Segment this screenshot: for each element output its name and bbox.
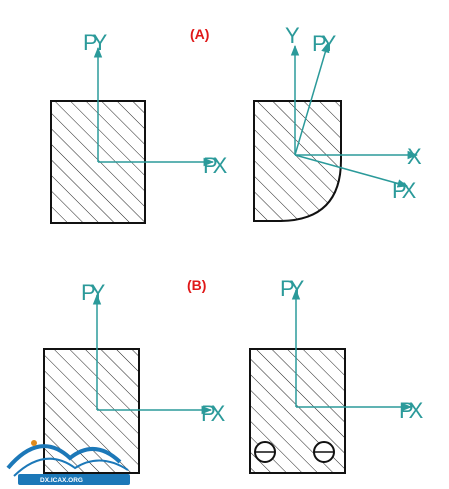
principal-x-label: PX xyxy=(201,401,226,426)
principal-y-label: PY xyxy=(81,280,106,305)
hole-right xyxy=(313,441,335,463)
hole-left xyxy=(254,441,276,463)
panel-b-label: (B) xyxy=(187,277,206,293)
principal-x-label: PX xyxy=(203,153,228,178)
section-b-left: PY PX xyxy=(43,280,231,474)
section-a-left: PY PX xyxy=(50,30,233,224)
principal-y-axis xyxy=(294,41,330,156)
watermark-text: DX.ICAX.ORG xyxy=(40,477,83,484)
section-a-right: Y X PY PX xyxy=(253,23,422,222)
section-b-right: PY PX xyxy=(249,276,429,474)
principal-x-axis xyxy=(294,154,409,188)
principal-y-label: PY xyxy=(83,30,108,55)
principal-y-label: PY xyxy=(280,276,305,301)
panel-a-label: (A) xyxy=(190,26,209,42)
icax-logo: DX.ICAX.ORG xyxy=(6,440,130,485)
global-x-label: X xyxy=(407,144,422,169)
rectangular-section xyxy=(43,348,140,474)
global-y-label: Y xyxy=(285,23,300,48)
principal-y-label: PY xyxy=(312,31,337,56)
principal-x-label: PX xyxy=(399,398,424,423)
principal-x-label: PX xyxy=(392,178,417,203)
rounded-corner-section xyxy=(253,100,342,222)
